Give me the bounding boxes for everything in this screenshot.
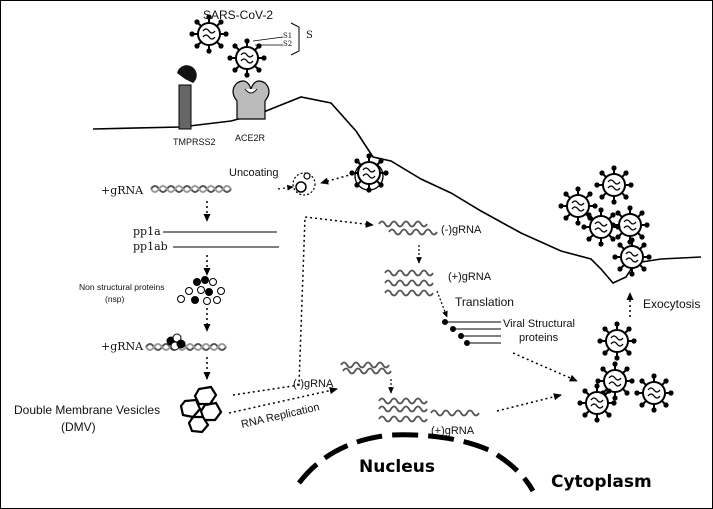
nucleus-label: Nucleus [359,457,435,477]
nsp-label-line1: Non structural proteins [79,282,165,292]
assembled-virion-icon [633,372,675,414]
assembled-virion-icon [576,382,618,424]
neg-grna-top-strands-icon [378,220,438,236]
neg-grna-bottom-strands-icon [340,361,392,375]
dmv-to-replication-path [232,216,374,396]
pos-grna-bottom-label: (+)gRNA [431,425,475,437]
neg-grna-left-label: (-)gRNA [293,378,334,390]
pp1ab-label: pp1ab [133,240,168,253]
virus-name-label: SARS-CoV-2 [203,8,273,22]
uncoating-vesicle-icon [292,172,316,196]
assembled-virion-icon [596,320,638,362]
released-virion-icon [611,236,653,278]
neg-grna-top-label: (-)gRNA [441,224,482,236]
cytoplasm-label: Cytoplasm [551,472,652,492]
pos-grna-bottom-strands-icon [378,397,480,423]
grna-nsp-strand-icon [145,343,227,351]
structural-protein-lines-icon [442,319,501,346]
virion-icon [226,37,268,79]
pp1a-label: pp1a [133,225,161,238]
dmv-label-line1: Double Membrane Vesicles [14,403,160,417]
viral-structural-label-line1: Viral Structural [503,318,575,330]
nsp-cluster-icon [177,276,225,305]
uncoating-label: Uncoating [229,167,279,179]
s2-label: S2 [283,40,292,48]
nsp-bound-icon [166,333,186,351]
s1-label: S1 [283,32,292,40]
endocytosis-icon [348,152,390,194]
dmv-cluster-icon [179,385,223,434]
nsp-label-line2: (nsp) [105,294,125,304]
grna-mid-label: +gRNA [101,340,144,353]
grna-strand-icon [150,185,232,193]
dmv-label-line2: (DMV) [61,420,96,434]
viral-structural-label-line2: proteins [519,332,559,344]
grna-top-label: +gRNA [101,184,144,197]
cell-membrane [92,96,702,284]
nucleus-envelope [297,432,536,493]
translation-label: Translation [455,295,514,309]
released-virion-icon [593,164,635,206]
rna-replication-label: RNA Replication [240,401,321,431]
released-virion-icon [580,206,622,248]
ace2r-label: ACE2R [235,133,266,143]
pos-grna-top-strands-icon [384,269,434,297]
pos-grna-top-label: (+)gRNA [448,271,492,283]
tmprss2-receptor-icon [177,65,197,130]
tmprss2-label: TMPRSS2 [173,137,216,147]
s-label: S [306,30,313,41]
exocytosis-label: Exocytosis [643,297,700,311]
ace2r-receptor-icon [232,80,270,120]
